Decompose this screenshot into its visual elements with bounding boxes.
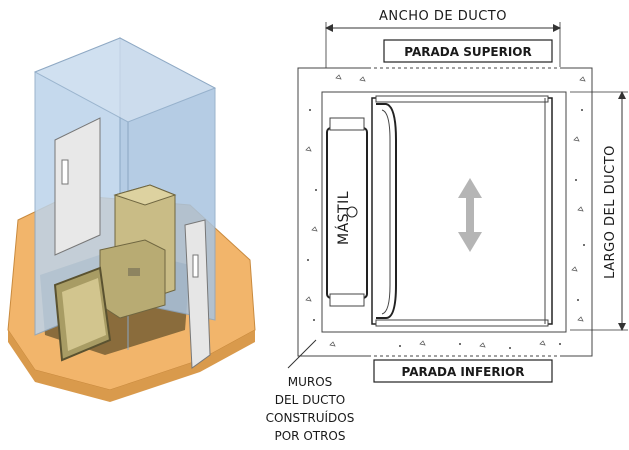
shaft-glass-top <box>33 37 217 123</box>
mast-label: MÁSTIL <box>335 191 352 245</box>
lower-door <box>184 219 211 369</box>
mast-circle-icon <box>346 206 358 218</box>
length-dimension-label: LARGO DEL DUCTO <box>603 145 618 279</box>
bottom-stop-label: PARADA INFERIOR <box>402 365 525 379</box>
isometric-illustration <box>7 37 256 402</box>
width-dimension-label: ANCHO DE DUCTO <box>379 9 507 24</box>
walls-note-line-3: CONSTRUÍDOS <box>266 410 355 425</box>
concrete-dots <box>307 109 585 349</box>
handrail <box>376 103 397 319</box>
walls-note-line-2: DEL DUCTO <box>275 393 346 407</box>
walls-note: MUROS DEL DUCTO CONSTRUÍDOS POR OTROS <box>266 375 355 443</box>
lift-platform <box>371 97 553 325</box>
top-stop-label: PARADA SUPERIOR <box>404 45 531 59</box>
concrete-texture <box>305 74 586 348</box>
walls-note-line-1: MUROS <box>288 375 333 389</box>
plan-view: ANCHO DE DUCTO PARADA SUPERIOR <box>266 9 628 443</box>
up-down-arrow-icon <box>458 178 482 252</box>
upper-door <box>54 117 101 256</box>
walls-note-line-4: POR OTROS <box>274 429 345 443</box>
